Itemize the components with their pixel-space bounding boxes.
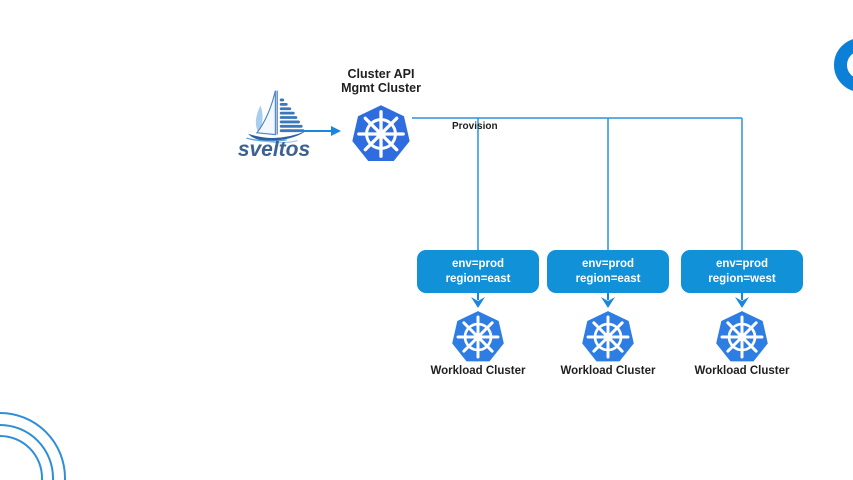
mgmt-cluster-title-line2: Mgmt Cluster (341, 80, 421, 95)
workload-cluster-name-1: Workload Cluster (430, 365, 526, 377)
provision-label: Provision (452, 121, 498, 132)
selector-line1: env=prod (715, 258, 769, 270)
kubernetes-workload-icon-2 (580, 310, 636, 363)
cluster-selector-box-3: env=prod region=west (681, 250, 803, 293)
selector-line2: region=west (708, 273, 776, 285)
selector-line1: env=prod (581, 258, 635, 270)
selector-line2: region=east (575, 273, 641, 285)
workload-cluster-name-2: Workload Cluster (560, 365, 656, 377)
sveltos-wordmark: sveltos (237, 138, 311, 161)
selector-line1: env=prod (451, 258, 505, 270)
cluster-selector-box-1: env=prod region=east (417, 250, 539, 293)
decor-ring (834, 38, 853, 92)
mgmt-cluster-title: Cluster API Mgmt Cluster (321, 67, 441, 95)
kubernetes-workload-icon-3 (714, 310, 770, 363)
selector-line2: region=east (445, 273, 511, 285)
cluster-selector-box-2: env=prod region=east (547, 250, 669, 293)
kubernetes-workload-icon-1 (450, 310, 506, 363)
sailboat-icon (246, 90, 307, 144)
mgmt-cluster-title-line1: Cluster API (347, 67, 415, 81)
kubernetes-mgmt-icon (350, 104, 412, 163)
workload-cluster-name-3: Workload Cluster (694, 365, 790, 377)
sveltos-logo: sveltos (226, 88, 322, 162)
